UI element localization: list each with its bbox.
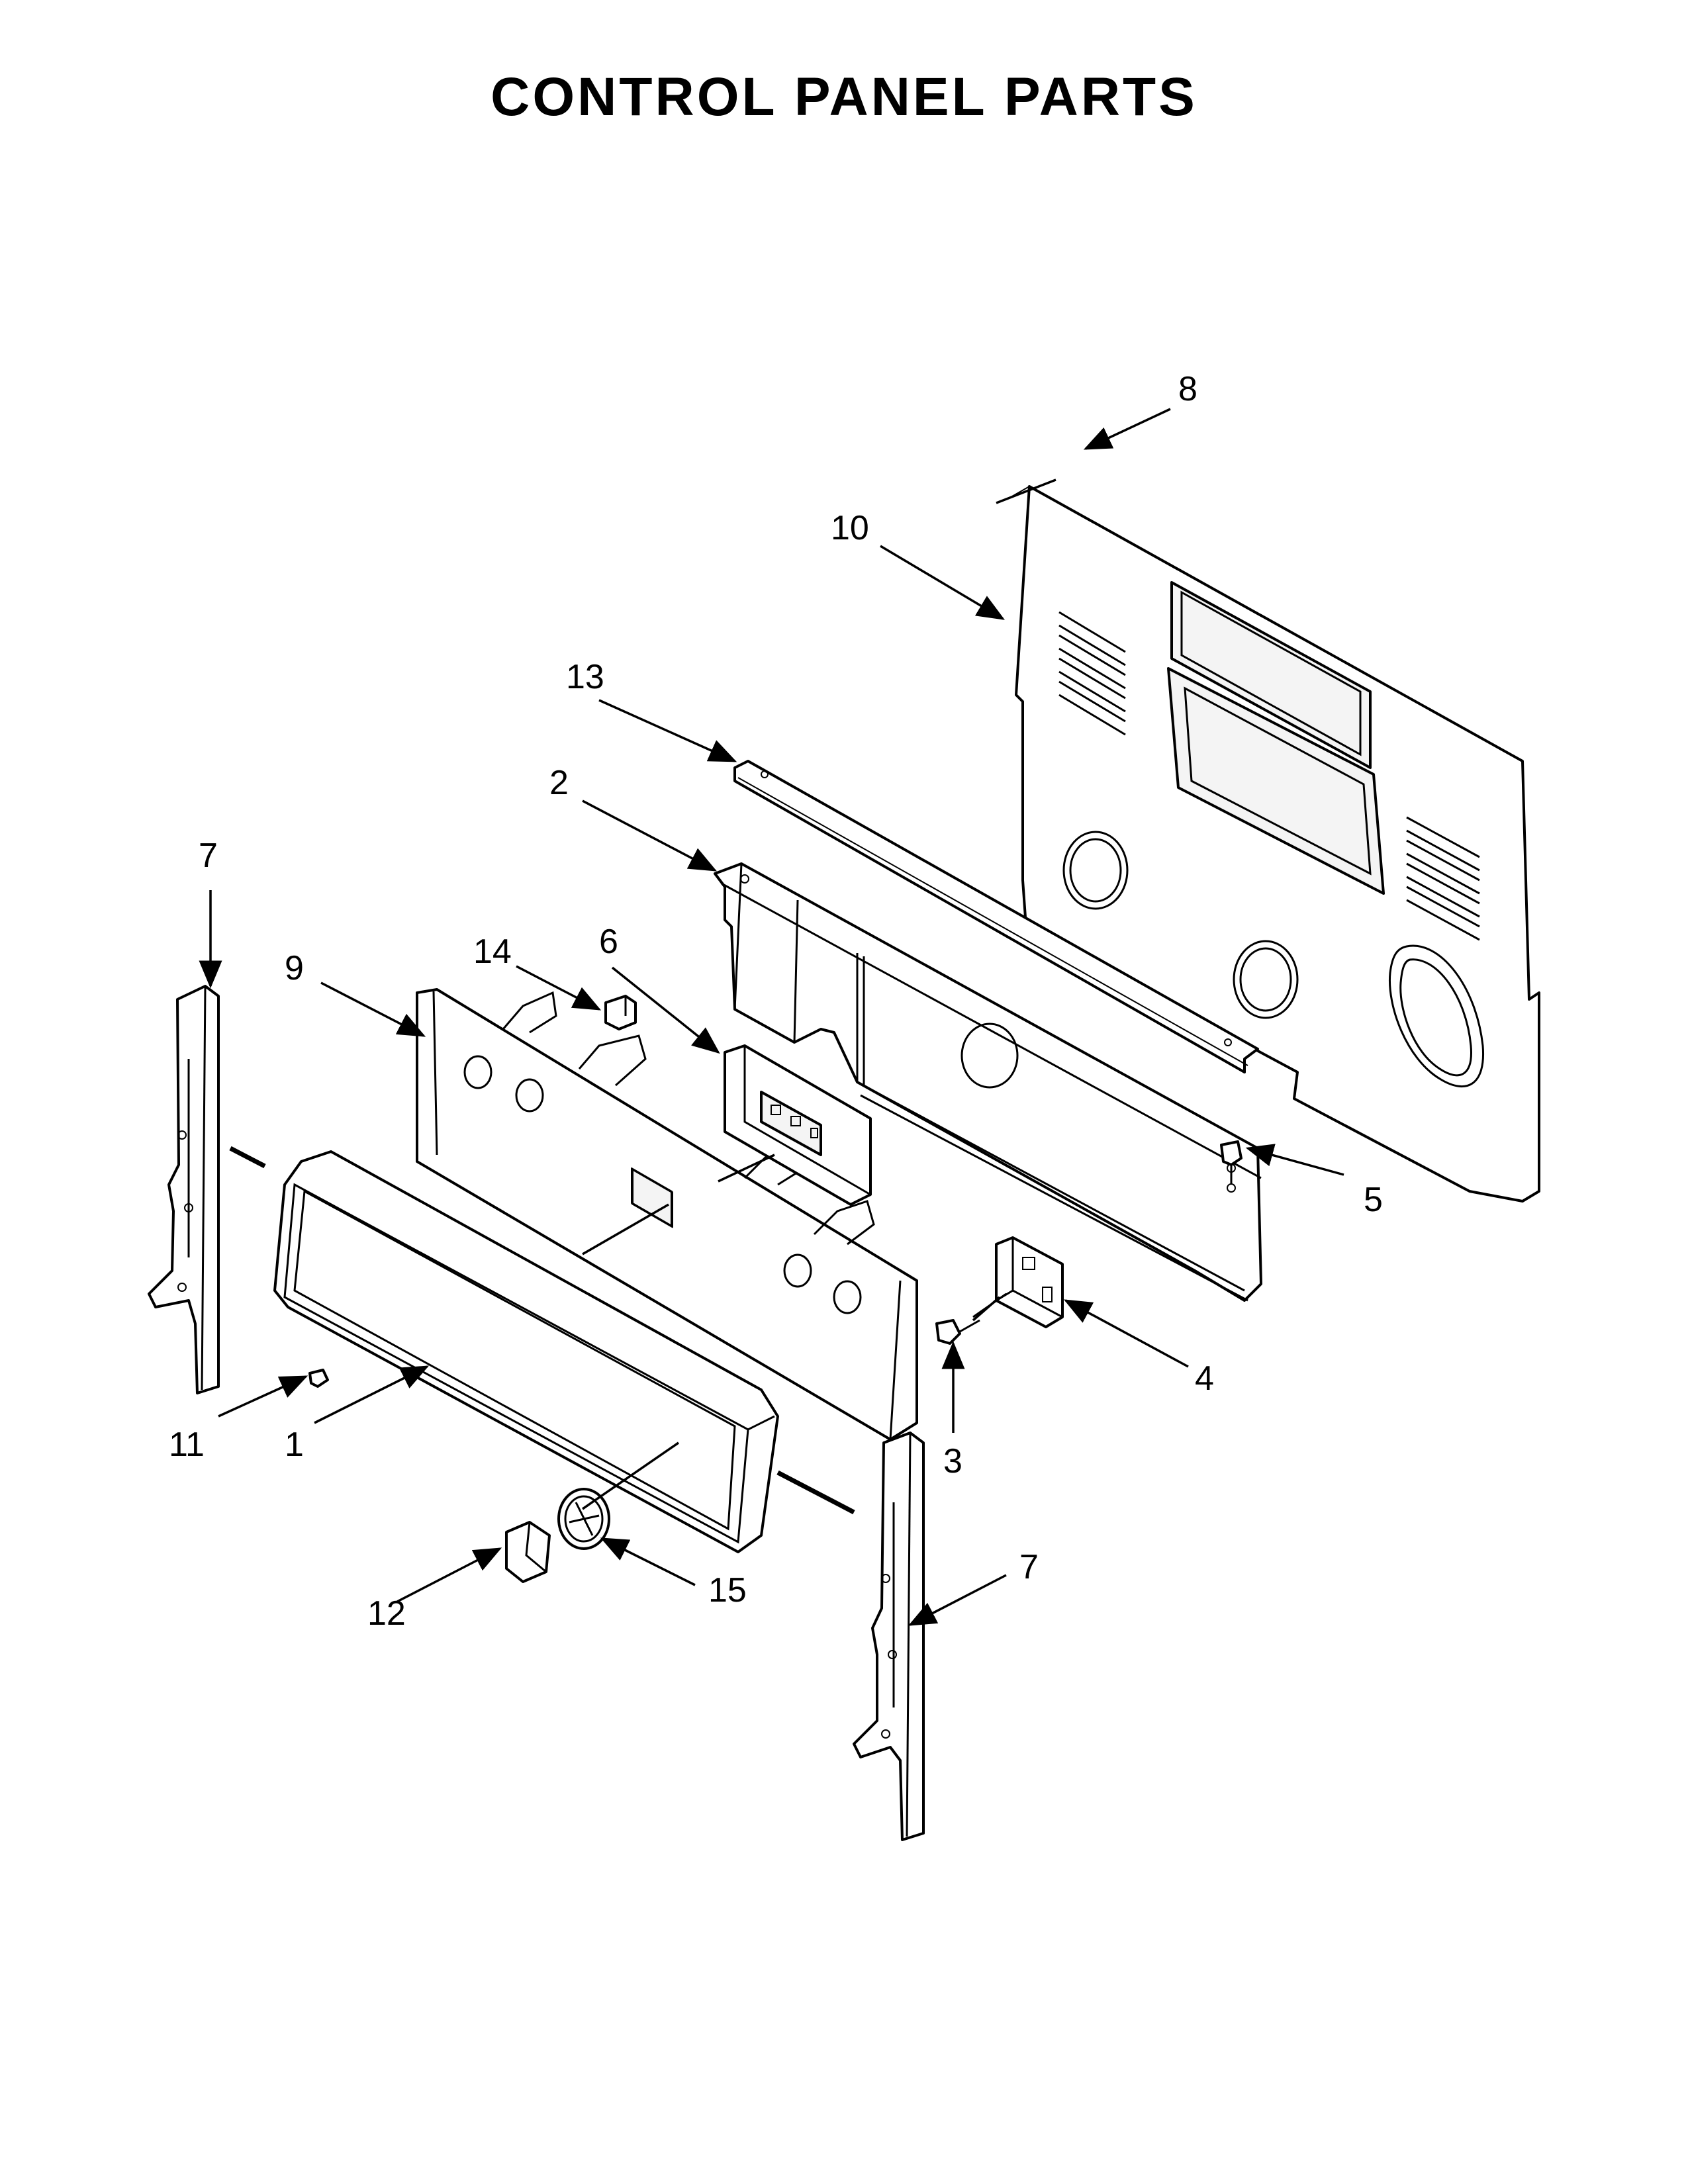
screw-part-5 xyxy=(1220,1140,1243,1193)
page-title: CONTROL PANEL PARTS xyxy=(491,67,1197,127)
callout-7-right: 7 xyxy=(1019,1548,1039,1586)
rear-panel-part-10 xyxy=(1006,485,1540,1203)
callout-6: 6 xyxy=(599,923,618,961)
end-cap-part-7-right xyxy=(853,1432,925,1841)
callout-7-left: 7 xyxy=(199,837,218,875)
leader-lines xyxy=(199,408,1344,1626)
screw-part-11 xyxy=(308,1369,329,1388)
callout-15: 15 xyxy=(708,1571,747,1610)
console-trim-part-1 xyxy=(273,1150,779,1553)
callout-2: 2 xyxy=(549,764,569,802)
clip-part-14 xyxy=(604,995,637,1030)
electronic-control-part-6 xyxy=(724,1044,872,1206)
callout-1: 1 xyxy=(285,1426,304,1464)
callout-11: 11 xyxy=(169,1426,205,1464)
callout-9: 9 xyxy=(285,949,304,987)
assembly-lines xyxy=(229,478,1056,1515)
trim-strip-part-13 xyxy=(733,760,1259,1073)
callout-3: 3 xyxy=(943,1442,962,1480)
callout-4: 4 xyxy=(1195,1359,1214,1398)
callout-14: 14 xyxy=(473,933,512,971)
callout-labels: 8 10 13 2 7 14 6 9 5 4 3 11 1 7 15 12 xyxy=(169,370,1383,1633)
callout-13: 13 xyxy=(566,658,604,696)
end-cap-part-7-left xyxy=(148,985,220,1394)
screw-part-3 xyxy=(935,1319,980,1345)
switch-part-4 xyxy=(972,1236,1064,1328)
callout-5: 5 xyxy=(1364,1181,1383,1219)
console-panel-part-9 xyxy=(416,988,918,1441)
knob-part-12 xyxy=(505,1521,551,1583)
callout-12: 12 xyxy=(367,1594,406,1633)
callout-8: 8 xyxy=(1178,370,1197,408)
control-panel-bracket-part-2 xyxy=(714,862,1262,1302)
callout-10: 10 xyxy=(831,509,869,547)
knob-ring-part-15 xyxy=(557,1488,610,1550)
